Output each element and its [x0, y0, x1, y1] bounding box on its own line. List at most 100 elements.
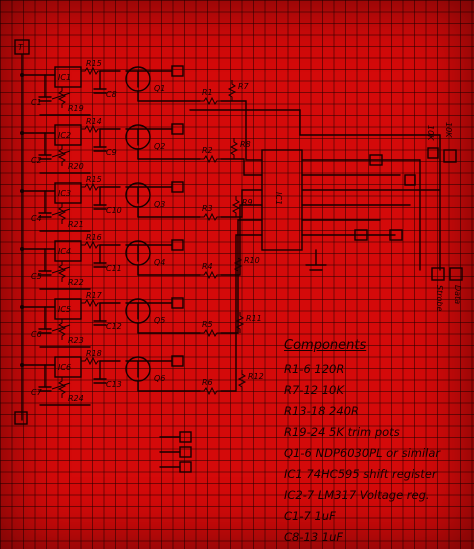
- output-terminal: [171, 355, 184, 367]
- regulator-ic: [54, 240, 82, 262]
- components-line: R1-6 120R: [284, 362, 345, 376]
- trim-pot-arrow: [51, 266, 71, 274]
- mosfet-label: Q5: [154, 316, 165, 325]
- right-label-2: 10K: [444, 122, 453, 138]
- cin-label: C2: [31, 156, 42, 165]
- sense-resistor: [81, 298, 102, 308]
- pullup-resistor: [237, 370, 247, 391]
- gate-resistor: [200, 386, 221, 396]
- gate-resistor-label: R1: [202, 88, 213, 97]
- cout-label: C9: [106, 148, 117, 157]
- regulator-ic-label: IC5: [58, 305, 71, 314]
- components-line: R19-24 5K trim pots: [284, 425, 400, 439]
- data-terminal: [449, 267, 463, 281]
- cout-label: C12: [106, 322, 122, 331]
- output-terminal: [171, 181, 184, 193]
- junction-dot: [20, 363, 24, 367]
- pullup-resistor-label: R7: [238, 82, 250, 91]
- right-label-1: 10K: [426, 125, 435, 141]
- regulator-ic: [54, 124, 82, 146]
- gate-resistor: [200, 96, 221, 106]
- bottom-terminal-c: [179, 461, 192, 473]
- regulator-ic-label: IC3: [58, 189, 71, 198]
- sense-resistor: [81, 356, 102, 366]
- mosfet-label: Q6: [154, 374, 165, 383]
- output-terminal: [171, 239, 184, 251]
- right-terminal-2: [427, 147, 439, 159]
- output-terminal: [171, 65, 184, 77]
- pullup-resistor: [227, 80, 237, 101]
- trim-pot: [57, 145, 67, 166]
- data-label: Data: [453, 285, 462, 304]
- mosfet-label: Q4: [154, 258, 165, 267]
- trim-pot-label: R20: [68, 162, 84, 171]
- sense-resistor-label: R15: [86, 175, 102, 184]
- sense-resistor: [81, 240, 102, 250]
- pullup-resistor-label: R9: [242, 198, 253, 207]
- junction-dot: [20, 131, 24, 135]
- junction-dot: [20, 189, 24, 193]
- bottom-terminal-b: [179, 446, 192, 458]
- connector-a: [369, 154, 383, 166]
- components-line: IC1 74HC595 shift register: [284, 467, 437, 481]
- sr-route-wire: [220, 100, 263, 161]
- gate-resistor-label: R5: [202, 320, 213, 329]
- regulator-ic: [54, 356, 82, 378]
- trim-pot-arrow: [51, 150, 71, 158]
- cout-label: C10: [106, 206, 122, 215]
- gate-resistor: [200, 270, 221, 280]
- regulator-ic-label: IC6: [58, 363, 71, 372]
- sr-route-wire: [220, 219, 263, 334]
- components-line: R13-18 240R: [284, 404, 360, 418]
- sense-resistor: [81, 66, 102, 76]
- trim-pot-arrow: [51, 324, 71, 332]
- top-terminal-label: T: [18, 43, 24, 52]
- pullup-resistor-label: R11: [246, 314, 262, 323]
- sense-resistor: [81, 182, 102, 192]
- junction-dot: [20, 73, 24, 77]
- cout-label: C13: [106, 380, 122, 389]
- sense-resistor-label: R16: [86, 233, 102, 242]
- trim-pot: [57, 87, 67, 108]
- output-terminal: [171, 297, 184, 309]
- strobe-terminal: [431, 267, 445, 281]
- gate-resistor-label: R6: [202, 378, 213, 387]
- shift-register-label: IC1: [274, 192, 283, 205]
- mosfet-label: Q2: [154, 142, 165, 151]
- pullup-resistor: [235, 312, 245, 333]
- sense-resistor-label: R14: [86, 117, 102, 126]
- sr-route-wire: [220, 204, 263, 276]
- connector-b: [404, 174, 416, 186]
- sense-resistor-label: R18: [86, 349, 102, 358]
- connector-c: [354, 229, 368, 241]
- gate-resistor-label: R4: [202, 262, 213, 271]
- regulator-ic: [54, 182, 82, 204]
- top-terminal: [14, 39, 30, 55]
- cin-label: C6: [31, 330, 42, 339]
- trim-pot: [57, 261, 67, 282]
- bottom-terminal-a: [179, 431, 192, 443]
- sense-resistor: [81, 124, 102, 134]
- trim-pot: [57, 203, 67, 224]
- cin-label: C4: [31, 214, 42, 223]
- trim-pot-label: R23: [68, 336, 84, 345]
- components-line: C1-7 1uF: [284, 509, 336, 523]
- junction-dot: [20, 247, 24, 251]
- gate-resistor: [200, 328, 221, 338]
- sr-route-wire: [220, 189, 263, 218]
- gate-resistor-label: R2: [202, 146, 213, 155]
- sr-route-wire: [220, 158, 263, 176]
- components-line: Q1-6 NDP6030PL or similar: [284, 446, 441, 460]
- trim-pot-label: R21: [68, 220, 84, 229]
- regulator-ic-label: IC1: [58, 73, 71, 82]
- components-title: Components: [284, 338, 367, 353]
- cin-label: C5: [31, 272, 42, 281]
- output-terminal: [171, 123, 184, 135]
- components-line: IC2-7 LM317 Voltage reg.: [284, 488, 430, 502]
- trim-pot-label: R19: [68, 104, 84, 113]
- pullup-resistor-label: R12: [248, 372, 264, 381]
- pullup-resistor-label: R10: [244, 256, 260, 265]
